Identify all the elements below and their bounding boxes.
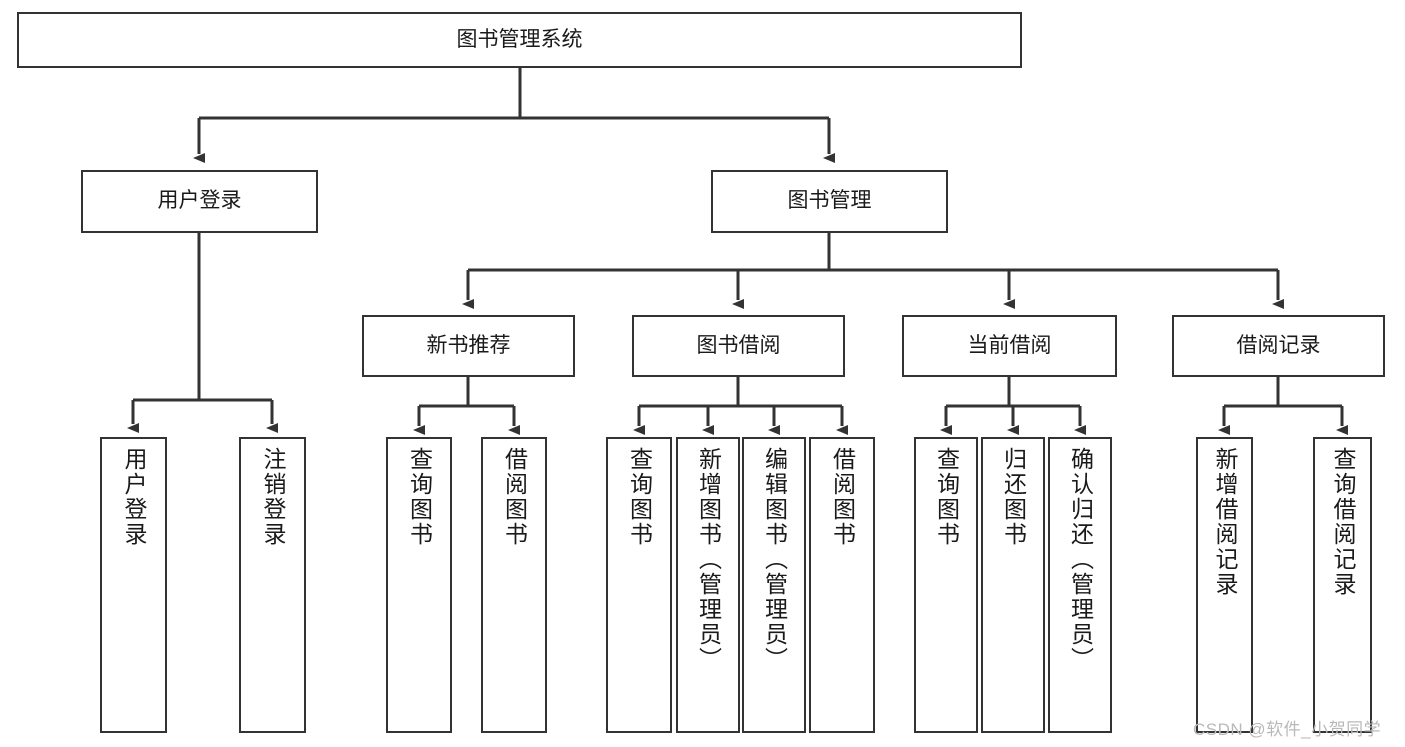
leaf-current-borrow-return[interactable]: 归还图书 — [981, 437, 1045, 733]
leaf-label: 查询借阅记录 — [1330, 447, 1356, 597]
node-book-borrow-label: 图书借阅 — [696, 333, 781, 357]
leaf-label: 查询图书 — [933, 447, 960, 547]
leaf-new-book-query[interactable]: 查询图书 — [386, 437, 452, 733]
leaf-label: 新增图书（管理员） — [695, 447, 722, 672]
leaf-book-borrow-add[interactable]: 新增图书（管理员） — [676, 437, 740, 733]
node-current-borrow-label: 当前借阅 — [967, 333, 1052, 357]
node-book-manage-label: 图书管理 — [787, 189, 872, 213]
leaf-book-borrow-borrow[interactable]: 借阅图书 — [809, 437, 875, 733]
leaf-current-borrow-query[interactable]: 查询图书 — [914, 437, 978, 733]
leaf-book-borrow-query[interactable]: 查询图书 — [606, 437, 672, 733]
node-borrow-record-label: 借阅记录 — [1236, 333, 1321, 357]
leaf-label: 查询图书 — [406, 447, 433, 547]
leaf-label: 确认归还（管理员） — [1067, 447, 1094, 672]
leaf-label: 归还图书 — [1000, 447, 1027, 547]
node-user-login-label: 用户登录 — [157, 189, 242, 213]
leaf-user-login-login[interactable]: 用户登录 — [100, 437, 167, 733]
node-new-book-recommend[interactable]: 新书推荐 — [362, 315, 575, 377]
node-borrow-record[interactable]: 借阅记录 — [1172, 315, 1385, 377]
leaf-label: 用户登录 — [121, 447, 147, 547]
leaf-borrow-record-add[interactable]: 新增借阅记录 — [1196, 437, 1253, 733]
leaf-new-book-borrow[interactable]: 借阅图书 — [481, 437, 547, 733]
leaf-label: 新增借阅记录 — [1212, 447, 1238, 597]
node-user-login[interactable]: 用户登录 — [81, 170, 318, 233]
leaf-user-login-logout[interactable]: 注销登录 — [239, 437, 306, 733]
leaf-label: 注销登录 — [260, 447, 286, 547]
leaf-label: 查询图书 — [626, 447, 653, 547]
node-root-label: 图书管理系统 — [456, 27, 583, 51]
watermark: CSDN @软件_小贺同学 — [1193, 720, 1382, 739]
node-book-borrow[interactable]: 图书借阅 — [632, 315, 845, 377]
leaf-label: 借阅图书 — [829, 447, 856, 547]
leaf-book-borrow-edit[interactable]: 编辑图书（管理员） — [742, 437, 806, 733]
node-current-borrow[interactable]: 当前借阅 — [902, 315, 1117, 377]
leaf-label: 借阅图书 — [501, 447, 528, 547]
leaf-borrow-record-query[interactable]: 查询借阅记录 — [1313, 437, 1372, 733]
node-new-book-recommend-label: 新书推荐 — [426, 333, 511, 357]
leaf-label: 编辑图书（管理员） — [761, 447, 788, 672]
node-root[interactable]: 图书管理系统 — [17, 12, 1022, 68]
node-book-manage[interactable]: 图书管理 — [711, 170, 948, 233]
leaf-current-borrow-confirm[interactable]: 确认归还（管理员） — [1048, 437, 1112, 733]
